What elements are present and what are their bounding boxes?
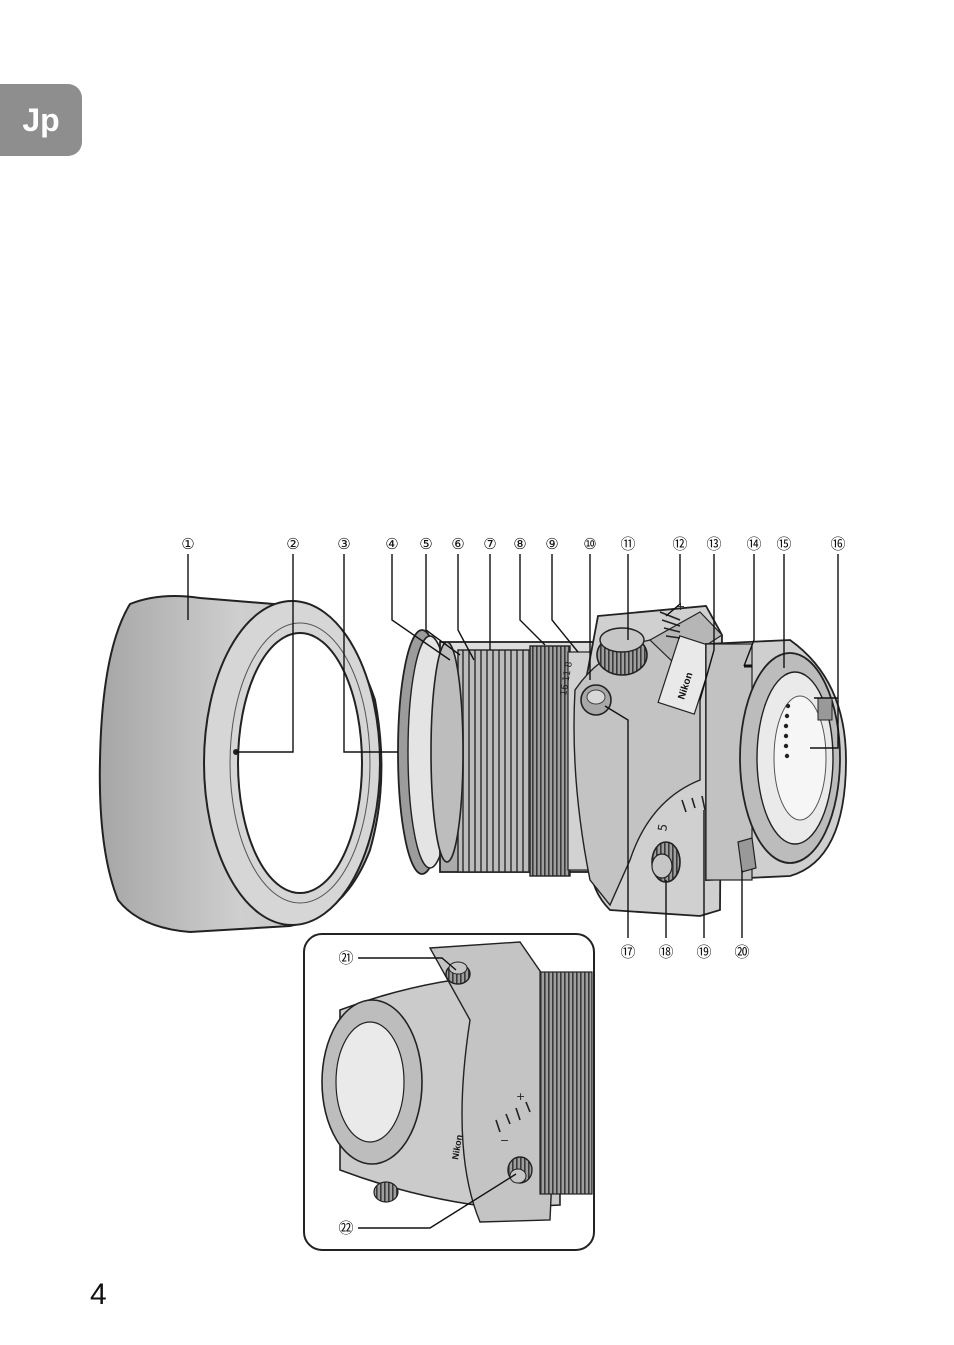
callout-18: ⑱ — [658, 943, 673, 961]
inset-tilt-scale: + − — [495, 1090, 531, 1147]
inset-plus-mark: + — [516, 1090, 525, 1103]
tilt-shift-body: Nikon + 5 — [573, 600, 723, 917]
callout-12: ⑫ — [672, 535, 687, 553]
callout-8: ⑧ — [513, 535, 526, 553]
detail-inset: Nikon + − — [303, 933, 595, 1251]
callout-6: ⑥ — [451, 535, 464, 553]
language-tab: Jp — [0, 84, 82, 156]
lens-barrel: 16 11 8 — [430, 641, 601, 877]
cpu-contacts — [783, 703, 791, 759]
tilt-scale: + — [659, 600, 685, 639]
rear-mount — [705, 639, 847, 881]
page-number: 4 — [90, 1278, 107, 1311]
callout-10: ⑩ — [583, 535, 596, 553]
callouts: ① ② ③ ④ ⑤ ⑥ ⑦ ⑧ ⑨ ⑩ ⑪ ⑫ ⑬ ⑭ ⑮ ⑯ ⑰ ⑱ ⑲ ⑳ … — [181, 535, 845, 1237]
leader-lines — [187, 554, 839, 1229]
shift-scale-digit: 5 — [655, 823, 670, 833]
language-tab-label: Jp — [22, 102, 60, 138]
callout-5: ⑤ — [419, 535, 432, 553]
plus-mark: + — [676, 600, 685, 613]
callout-14: ⑭ — [746, 535, 761, 553]
callout-9: ⑨ — [545, 535, 558, 553]
callout-11: ⑪ — [620, 535, 635, 553]
callout-19: ⑲ — [696, 943, 711, 961]
callout-2: ② — [286, 535, 299, 553]
callout-21: ㉑ — [338, 949, 353, 967]
inset-minus-mark: − — [500, 1134, 509, 1147]
meter-coupling-lever — [817, 697, 833, 721]
shift-knob[interactable] — [651, 841, 681, 883]
callout-13: ⑬ — [706, 535, 721, 553]
tilt-lock-knob[interactable] — [507, 1156, 533, 1184]
callout-22: ㉒ — [338, 1219, 353, 1237]
callout-16: ⑯ — [830, 535, 845, 553]
callout-20: ⑳ — [734, 943, 749, 961]
tilt-knob[interactable] — [596, 627, 648, 676]
callout-3: ③ — [337, 535, 350, 553]
aperture-ring[interactable] — [529, 645, 571, 877]
inset-brand-logo: Nikon — [450, 1134, 464, 1160]
callout-15: ⑮ — [776, 535, 791, 553]
callout-7: ⑦ — [483, 535, 496, 553]
callout-4: ④ — [385, 535, 398, 553]
rotation-lock-lever[interactable] — [737, 837, 757, 873]
callout-1: ① — [181, 535, 194, 553]
callout-17: ⑰ — [620, 943, 635, 961]
lens-hood — [98, 595, 383, 934]
shift-lock-knob[interactable] — [445, 961, 471, 985]
